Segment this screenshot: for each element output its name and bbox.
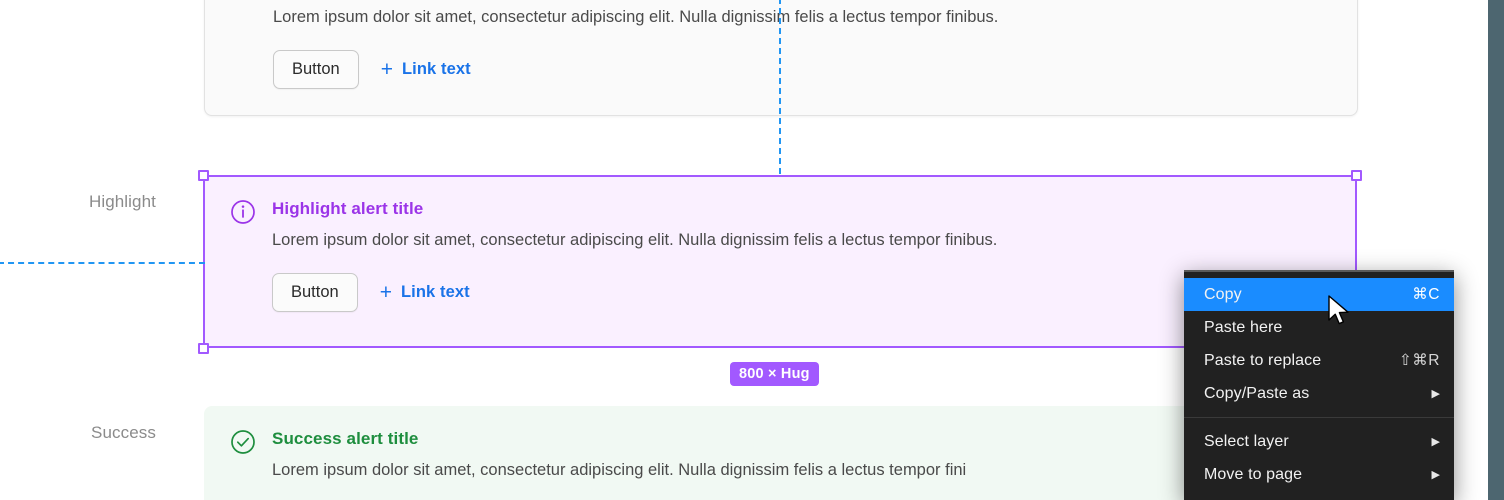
alert-text-success: Lorem ipsum dolor sit amet, consectetur …	[272, 461, 967, 480]
alert-text-highlight: Lorem ipsum dolor sit amet, consectetur …	[272, 231, 998, 250]
chevron-right-icon: ▶	[1431, 388, 1440, 400]
selection-handle-bottom-left[interactable]	[198, 343, 209, 354]
plus-icon: +	[380, 57, 393, 81]
alert-body-success: Success alert title Lorem ipsum dolor si…	[272, 428, 1332, 483]
alert-body-highlight: Highlight alert title Lorem ipsum dolor …	[272, 198, 1330, 312]
context-menu-label: Select layer	[1204, 432, 1289, 450]
check-circle-icon	[230, 429, 256, 455]
plus-icon: +	[379, 280, 392, 304]
alert-title-success: Success alert title	[272, 429, 419, 448]
row-label-success: Success	[91, 423, 156, 442]
alert-actions-neutral: Button + Link text	[273, 49, 1331, 89]
alert-card-success[interactable]: Success alert title Lorem ipsum dolor si…	[204, 406, 1358, 500]
context-menu[interactable]: Copy ⌘C Paste here Paste to replace ⇧⌘R …	[1184, 270, 1454, 500]
context-menu-item-copy[interactable]: Copy ⌘C	[1184, 278, 1454, 311]
info-circle-icon	[230, 199, 256, 225]
right-edge-panel	[1488, 0, 1504, 500]
context-menu-item-paste-here[interactable]: Paste here	[1184, 311, 1454, 344]
selection-handle-top-left[interactable]	[198, 170, 209, 181]
alert-card-neutral[interactable]: Lorem ipsum dolor sit amet, consectetur …	[204, 0, 1358, 116]
alert-body-neutral: Lorem ipsum dolor sit amet, consectetur …	[273, 0, 1331, 89]
button-neutral[interactable]: Button	[273, 49, 359, 89]
link-highlight[interactable]: + Link text	[380, 282, 470, 303]
selection-handle-top-right[interactable]	[1351, 170, 1362, 181]
context-menu-label: Move to page	[1204, 465, 1303, 483]
link-label-neutral: Link text	[401, 59, 471, 78]
row-label-highlight: Highlight	[88, 192, 156, 211]
context-menu-item-copy-paste-as[interactable]: Copy/Paste as ▶	[1184, 377, 1454, 410]
button-highlight[interactable]: Button	[272, 272, 358, 312]
context-menu-item-select-layer[interactable]: Select layer ▶	[1184, 425, 1454, 458]
guide-vertical	[779, 0, 781, 174]
alert-actions-highlight: Button + Link text	[272, 272, 1330, 312]
context-menu-label: Copy	[1204, 285, 1242, 303]
context-menu-separator	[1184, 417, 1454, 418]
context-menu-item-paste-to-replace[interactable]: Paste to replace ⇧⌘R	[1184, 344, 1454, 377]
link-neutral[interactable]: + Link text	[381, 59, 471, 80]
context-menu-label: Paste here	[1204, 318, 1283, 336]
chevron-right-icon: ▶	[1431, 436, 1440, 448]
alert-title-highlight: Highlight alert title	[272, 199, 424, 218]
size-badge: 800 × Hug	[730, 362, 819, 386]
alert-text-neutral: Lorem ipsum dolor sit amet, consectetur …	[273, 8, 999, 26]
context-menu-label: Paste to replace	[1204, 351, 1322, 369]
context-menu-item-move-to-page[interactable]: Move to page ▶	[1184, 458, 1454, 491]
chevron-right-icon: ▶	[1431, 469, 1440, 481]
alert-card-highlight[interactable]: Highlight alert title Lorem ipsum dolor …	[204, 176, 1356, 347]
context-menu-label: Copy/Paste as	[1204, 384, 1310, 402]
context-menu-shortcut: ⇧⌘R	[1398, 352, 1440, 369]
link-label-highlight: Link text	[400, 282, 470, 301]
guide-horizontal	[0, 262, 205, 264]
context-menu-shortcut: ⌘C	[1412, 286, 1440, 303]
